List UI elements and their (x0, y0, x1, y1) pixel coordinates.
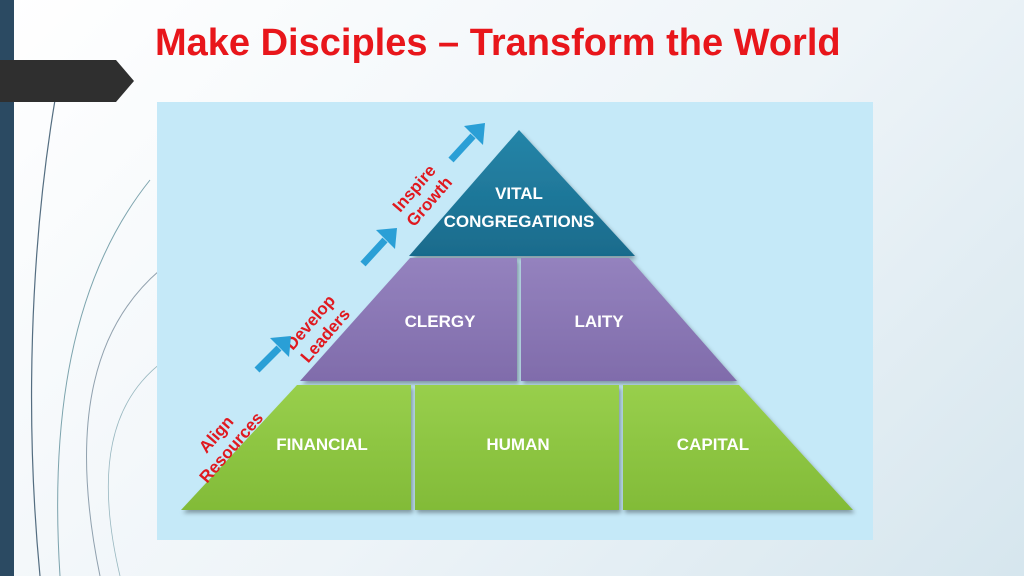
arrow-icon (360, 228, 397, 267)
pyramid-top-tier (409, 130, 635, 256)
left-accent-bar (0, 0, 14, 576)
bottom-tier-label-capital: CAPITAL (677, 435, 749, 454)
top-tier-label-line1: VITAL (495, 184, 543, 203)
decorative-curves (30, 99, 166, 576)
pyramid-bottom-tier-capital (623, 385, 853, 510)
arrow-icon (448, 123, 485, 163)
arrow-icon (254, 336, 291, 373)
pyramid-bottom-tier-human (415, 385, 619, 510)
bottom-tier-label-financial: FINANCIAL (276, 435, 368, 454)
slide-title: Make Disciples – Transform the World (155, 22, 841, 64)
middle-tier-label-clergy: CLERGY (405, 312, 477, 331)
top-tier-label-line2: CONGREGATIONS (444, 212, 595, 231)
pyramid-middle-tier-clergy (300, 258, 517, 381)
bottom-tier-label-human: HUMAN (486, 435, 549, 454)
pyramid-bottom-tier-financial (181, 385, 411, 510)
pyramid-diagram: VITAL CONGREGATIONS CLERGY LAITY FINANCI… (181, 123, 853, 510)
pyramid-middle-tier-laity (521, 258, 737, 381)
pyramid-figure: VITAL CONGREGATIONS CLERGY LAITY FINANCI… (157, 102, 873, 540)
middle-tier-label-laity: LAITY (574, 312, 624, 331)
title-marker-tab (0, 60, 134, 102)
